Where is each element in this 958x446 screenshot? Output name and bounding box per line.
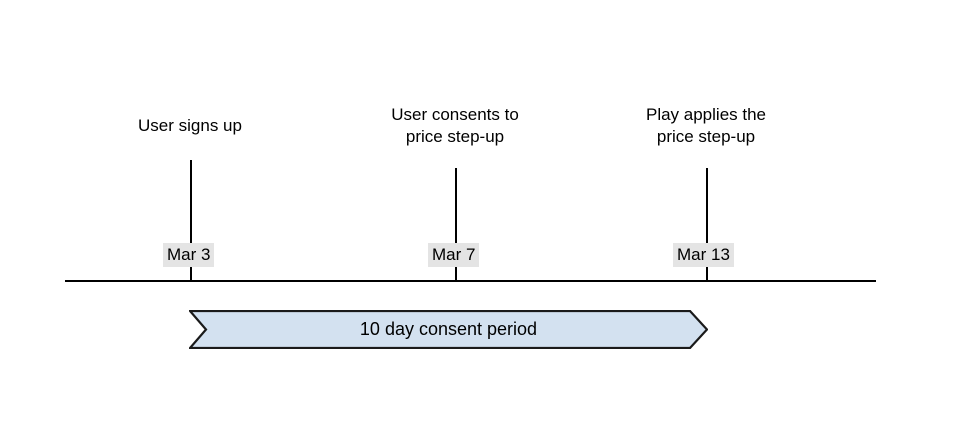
event-tick-consent xyxy=(455,168,457,281)
timeline-axis xyxy=(65,280,876,282)
event-label-apply: Play applies the price step-up xyxy=(645,105,767,146)
event-date-signup: Mar 3 xyxy=(163,243,215,267)
consent-period-banner: 10 day consent period xyxy=(189,310,708,349)
event-tick-signup xyxy=(190,160,192,281)
event-date-consent: Mar 7 xyxy=(428,243,480,267)
event-label-signup: User signs up xyxy=(138,116,242,135)
consent-period-banner-label: 10 day consent period xyxy=(359,319,538,339)
consent-period-banner-shape xyxy=(189,310,708,349)
event-tick-apply xyxy=(706,168,708,281)
event-date-apply: Mar 13 xyxy=(673,243,734,267)
event-label-consent: User consents to price step-up xyxy=(391,105,519,146)
